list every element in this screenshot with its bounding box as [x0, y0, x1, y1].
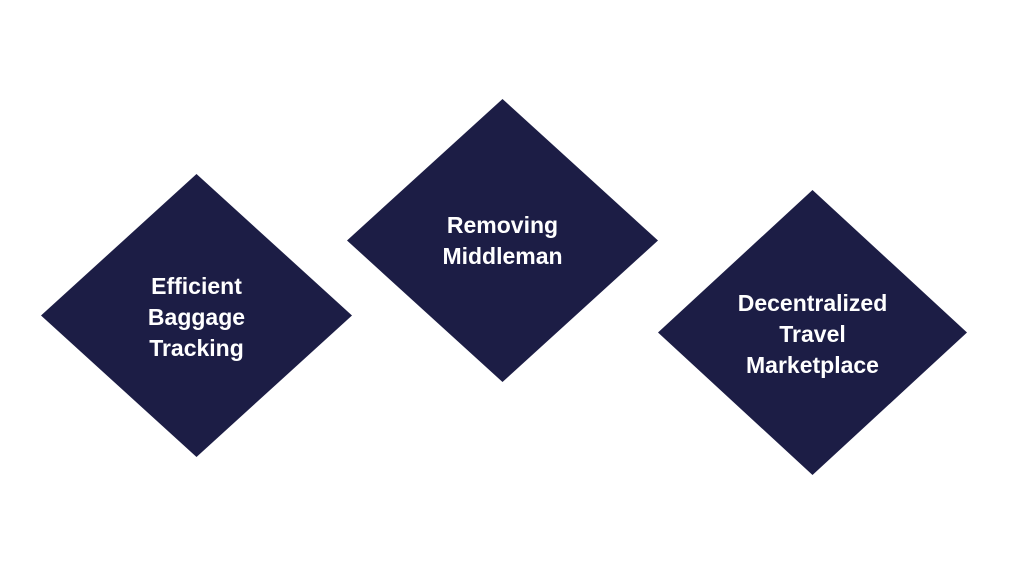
- diamond-label: Decentralized Travel Marketplace: [658, 190, 967, 477]
- diamond-shape: [41, 174, 352, 457]
- diamond-shape: [347, 99, 658, 382]
- label-line: Baggage: [147, 304, 246, 330]
- label-line: Middleman: [442, 242, 563, 269]
- label-line: Removing: [446, 211, 559, 238]
- diamond-label: Removing Middleman: [347, 99, 658, 382]
- diamond-label: Efficient Baggage Tracking: [41, 174, 352, 459]
- label-line: Marketplace: [746, 352, 879, 378]
- label-line: Efficient: [151, 273, 242, 299]
- diamond-efficient-baggage-tracking: Efficient Baggage Tracking: [41, 174, 352, 457]
- label-line: Tracking: [149, 335, 244, 361]
- diamond-decentralized-travel-marketplace: Decentralized Travel Marketplace: [658, 190, 967, 475]
- label-line: Decentralized: [737, 290, 888, 316]
- diamond-removing-middleman: Removing Middleman: [347, 99, 658, 382]
- label-line: Travel: [779, 321, 846, 347]
- diamond-shape: [658, 190, 967, 475]
